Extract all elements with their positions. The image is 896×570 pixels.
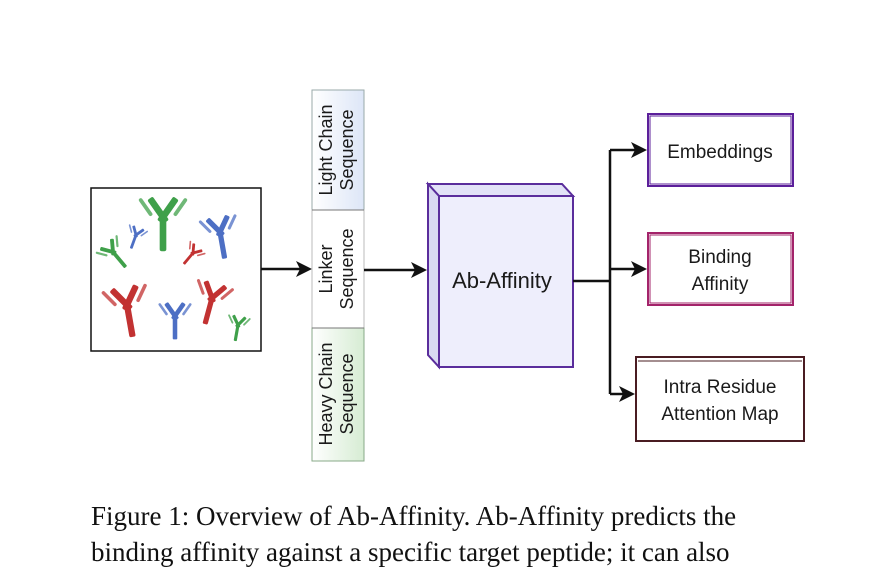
arrowhead-embeddings: [631, 142, 647, 158]
output-branch-arrows: [573, 148, 638, 396]
figure-caption: Figure 1: Overview of Ab-Affinity. Ab-Af…: [91, 498, 811, 570]
arrowhead-attention: [619, 386, 635, 402]
svg-text:Intra Residue: Intra Residue: [663, 377, 776, 398]
svg-text:Heavy Chain: Heavy Chain: [316, 342, 336, 445]
caption-line-2: binding affinity against a specific targ…: [91, 537, 730, 567]
heavy-chain-label: Heavy Chain Sequence: [316, 342, 357, 445]
svg-text:Sequence: Sequence: [337, 353, 357, 434]
ab-affinity-model: Ab-Affinity: [425, 181, 576, 370]
model-label: Ab-Affinity: [452, 268, 552, 293]
svg-text:Embeddings: Embeddings: [667, 142, 773, 163]
linker-label: Linker Sequence: [316, 228, 357, 309]
svg-text:Sequence: Sequence: [337, 109, 357, 190]
svg-text:Linker: Linker: [316, 244, 336, 293]
caption-line-1: Figure 1: Overview of Ab-Affinity. Ab-Af…: [91, 501, 737, 531]
binding-affinity-output-box: Binding Affinity: [647, 232, 794, 306]
overview-diagram: Light Chain Sequence Linker Sequence Hea…: [90, 89, 805, 462]
svg-text:Sequence: Sequence: [337, 228, 357, 309]
svg-text:Light Chain: Light Chain: [316, 104, 336, 195]
arrowhead-binding: [631, 261, 647, 277]
antibody-image: [90, 187, 262, 352]
arrow-image-to-sequence: [261, 261, 312, 277]
svg-text:Affinity: Affinity: [692, 274, 749, 295]
svg-text:Attention Map: Attention Map: [661, 404, 778, 425]
light-chain-label: Light Chain Sequence: [316, 104, 357, 195]
svg-text:Binding: Binding: [688, 247, 751, 268]
attention-map-output-box: Intra Residue Attention Map: [635, 356, 805, 442]
embeddings-output-box: Embeddings: [647, 113, 794, 187]
arrow-sequence-to-model: [364, 262, 427, 278]
sequence-stack: Light Chain Sequence Linker Sequence Hea…: [311, 89, 365, 462]
